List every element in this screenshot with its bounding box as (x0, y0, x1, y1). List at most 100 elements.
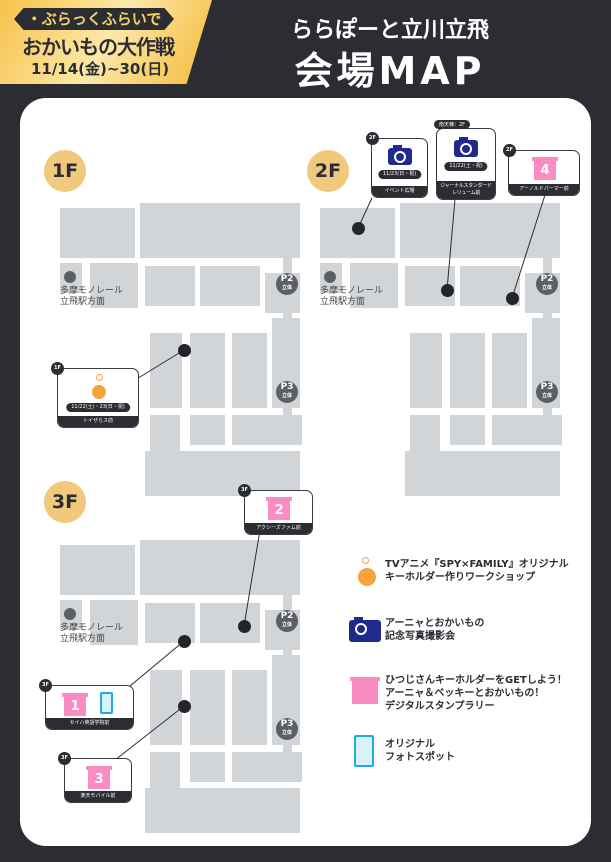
phone-icon (100, 692, 113, 714)
parking-label: P3 (280, 719, 294, 729)
gift-icon (350, 677, 380, 704)
floor-badge: 南天棟：2F (434, 120, 471, 129)
location-marker[interactable] (178, 344, 191, 357)
parking-sub: 立体 (541, 393, 552, 399)
event-location: 楽天モバイル前 (65, 791, 131, 802)
store-block (232, 670, 267, 745)
event-card-toysrus[interactable]: 11/22(土)・23(日・祝) トイザらス前 (57, 368, 139, 428)
legend-gift: ひつじさんキーホルダーをGETしよう！ アーニャ＆ベッキーとおかいもの！ デジタ… (385, 675, 567, 712)
event-card-arnold-palmer[interactable]: 4 アーノルドパーマー前 (508, 150, 580, 196)
event-location: セイハ英語学院前 (46, 718, 133, 729)
camera-icon (454, 137, 478, 157)
parking-sub: 立体 (281, 730, 292, 736)
store-block (190, 752, 225, 782)
store-block (450, 415, 485, 445)
train-icon (64, 608, 76, 620)
store-block (232, 333, 267, 408)
floor-badge: 2F (366, 132, 379, 145)
floor-label-3f: 3F (44, 481, 86, 523)
phone-icon (354, 735, 374, 767)
store-block (492, 333, 527, 408)
floor-badge: 1F (51, 362, 64, 375)
event-card-rakuten-mobile[interactable]: 3 楽天モバイル前 (64, 758, 132, 803)
parking-strip (283, 557, 292, 767)
store-block (200, 266, 260, 306)
gift-icon: 3 (86, 766, 112, 789)
parking-label: P2 (280, 611, 294, 621)
event-location: アクシーズファム前 (245, 523, 312, 534)
event-location: トイザらス前 (58, 416, 138, 427)
campaign-tag: ・ぶらっくふらいでー・ (14, 8, 174, 30)
store-block (90, 600, 138, 645)
store-block (150, 670, 182, 745)
parking-label: P3 (540, 382, 554, 392)
location-marker[interactable] (506, 292, 519, 305)
location-marker[interactable] (178, 635, 191, 648)
campaign-dates: 11/14(金)~30(日) (30, 60, 170, 78)
gift-icon: 2 (266, 497, 292, 520)
floor-badge: 3F (39, 679, 52, 692)
event-date: 11/22(土)・23(日・祝) (66, 403, 130, 412)
station-label: 多摩モノレール 立飛駅方面 (60, 286, 124, 307)
floor-badge: 3F (58, 752, 71, 765)
venue-name: ららぽーと立川立飛 (290, 18, 489, 43)
train-icon (324, 271, 336, 283)
parking-sub: 立体 (281, 622, 292, 628)
event-date: 11/22(土・祝) (444, 162, 488, 171)
monorail-station: 多摩モノレール 立飛駅方面 (320, 271, 383, 308)
event-date: 11/23(日・祝) (377, 170, 422, 179)
event-card-journal-standard[interactable]: 11/22(土・祝) ジャーナルスタンダード レリューム前 (436, 128, 496, 200)
event-location: イベント広場 (372, 186, 427, 197)
store-block (145, 266, 195, 306)
store-block (190, 333, 225, 408)
gift-icon: 4 (532, 157, 558, 180)
floor-label-1f: 1F (44, 150, 86, 192)
floor-badge: 3F (238, 484, 251, 497)
event-card-axes-femme[interactable]: 2 アクシーズファム前 (244, 490, 313, 535)
location-marker[interactable] (352, 222, 365, 235)
store-block (145, 451, 300, 496)
parking-strip (283, 220, 292, 430)
store-block (190, 670, 225, 745)
page-title: 会場MAP (294, 49, 486, 93)
store-block (90, 263, 138, 308)
gift-icon: 1 (62, 693, 88, 716)
parking-strip (543, 220, 552, 430)
store-block (140, 203, 300, 258)
monorail-station: 多摩モノレール 立飛駅方面 (60, 271, 123, 308)
location-marker[interactable] (238, 620, 251, 633)
camera-icon (349, 617, 381, 642)
store-block (190, 415, 225, 445)
location-marker[interactable] (178, 700, 191, 713)
store-block (140, 540, 300, 595)
store-block (350, 263, 398, 308)
store-block (410, 333, 442, 408)
location-marker[interactable] (441, 284, 454, 297)
legend-camera: アーニャとおかいもの 記念写真撮影会 (385, 618, 485, 642)
store-block (405, 451, 560, 496)
event-card-seiha[interactable]: 1 セイハ英語学院前 (45, 685, 134, 730)
store-block (150, 333, 182, 408)
parking-sub: 立体 (281, 285, 292, 291)
keyholder-icon (358, 557, 376, 586)
store-block (60, 545, 135, 595)
event-location: アーノルドパーマー前 (509, 184, 579, 195)
store-block (450, 333, 485, 408)
parking-sub: 立体 (541, 285, 552, 291)
station-label: 多摩モノレール 立飛駅方面 (60, 623, 124, 644)
event-card-event-plaza[interactable]: 11/23(日・祝) イベント広場 (371, 138, 428, 198)
parking-label: P2 (280, 274, 294, 284)
campaign-title: おかいもの大作戦 (22, 35, 175, 59)
legend-phone: オリジナル フォトスポット (385, 739, 455, 763)
parking-sub: 立体 (281, 393, 292, 399)
station-label: 多摩モノレール 立飛駅方面 (320, 286, 384, 307)
parking-label: P2 (540, 274, 554, 284)
parking-label: P3 (280, 382, 294, 392)
